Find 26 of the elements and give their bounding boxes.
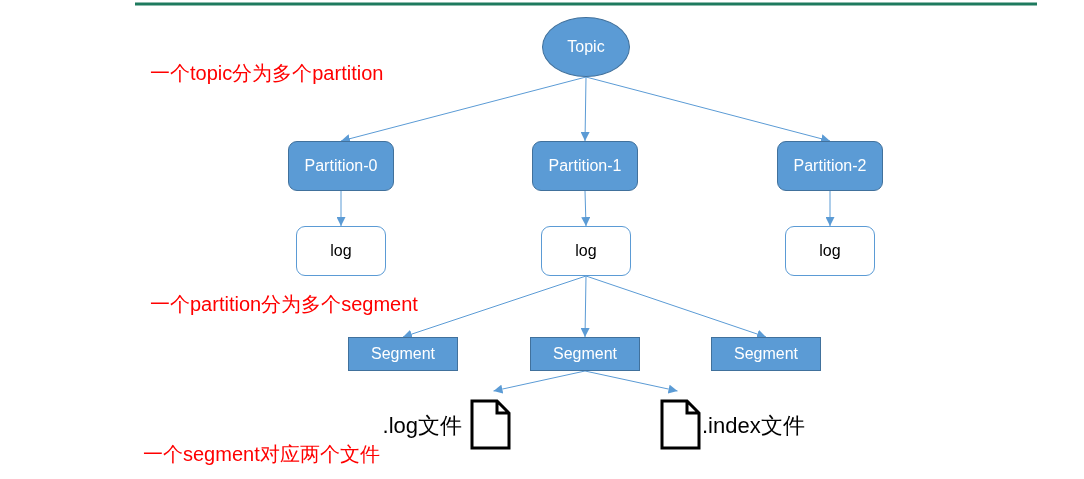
segment-box: Segment: [348, 337, 458, 371]
file-label: .index文件: [702, 412, 805, 440]
arrow: [493, 370, 586, 394]
document-icon: [470, 399, 511, 450]
arrow: [580, 275, 590, 338]
annotation-text: 一个segment对应两个文件: [143, 442, 380, 467]
log-box: log: [785, 226, 875, 276]
topic-ellipse: Topic: [542, 17, 630, 77]
partition-box: Partition-0: [288, 141, 394, 191]
arrow: [580, 76, 590, 142]
partition-box: Partition-1: [532, 141, 638, 191]
file-label: .log文件: [382, 412, 462, 440]
log-box: log: [296, 226, 386, 276]
annotation-text: 一个topic分为多个partition: [150, 61, 384, 86]
segment-box: Segment: [530, 337, 640, 371]
arrow: [336, 190, 346, 227]
arrow: [585, 275, 767, 339]
segment-box: Segment: [711, 337, 821, 371]
arrow: [402, 275, 587, 339]
log-box: log: [541, 226, 631, 276]
annotation-text: 一个partition分为多个segment: [150, 292, 418, 317]
arrow: [825, 190, 835, 227]
document-icon: [660, 399, 701, 450]
arrow: [584, 370, 678, 394]
arrow: [581, 190, 591, 227]
partition-box: Partition-2: [777, 141, 883, 191]
